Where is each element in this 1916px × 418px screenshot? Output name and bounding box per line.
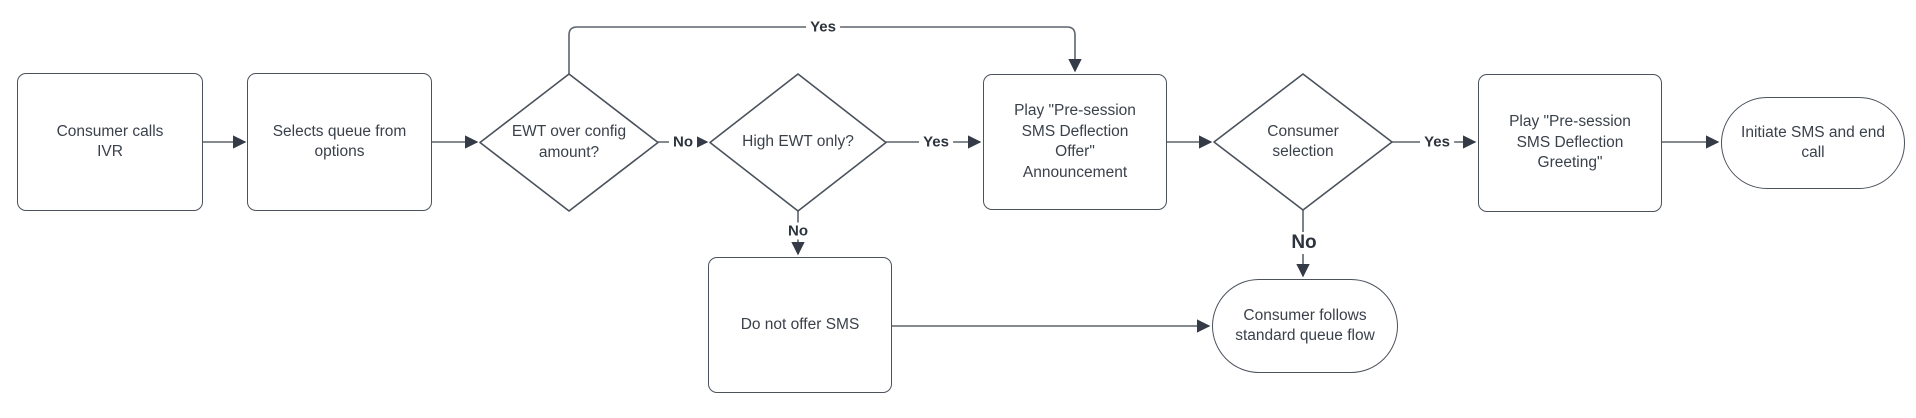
node-label: Initiate SMS and end call (1741, 123, 1885, 162)
node-label: Play "Pre-session SMS Deflection Offer" … (1014, 102, 1136, 181)
node-selects-queue: Selects queue from options (247, 73, 432, 211)
edge-label-ewt-yes: Yes (806, 18, 840, 36)
decision-consumer-selection-shape (1213, 73, 1393, 211)
edge-label-high-yes: Yes (919, 133, 953, 151)
node-ewt-over-config: EWT over config amount? (480, 74, 658, 211)
node-label: Consumer selection (1267, 122, 1339, 161)
node-label: Consumer follows standard queue flow (1235, 306, 1375, 345)
edge-label-high-no: No (784, 222, 812, 240)
node-label: High EWT only? (742, 133, 854, 151)
node-play-offer-announcement: Play "Pre-session SMS Deflection Offer" … (983, 74, 1167, 210)
node-label: Do not offer SMS (740, 315, 860, 333)
node-label: EWT over config amount? (511, 123, 627, 161)
node-high-ewt-only: High EWT only? (710, 74, 886, 211)
node-label: Play "Pre-session SMS Deflection Greetin… (1509, 113, 1631, 172)
decision-ewt-shape (479, 73, 659, 212)
node-initiate-sms-end-call: Initiate SMS and end call (1721, 97, 1905, 189)
node-do-not-offer-sms: Do not offer SMS (708, 257, 892, 393)
edge-label-ewt-no: No (669, 133, 697, 151)
edge-label-selection-yes: Yes (1420, 133, 1454, 151)
node-label: Consumer calls IVR (56, 122, 164, 161)
node-play-greeting: Play "Pre-session SMS Deflection Greetin… (1478, 74, 1662, 212)
node-label: Selects queue from options (272, 122, 407, 161)
node-consumer-selection: Consumer selection (1214, 74, 1392, 210)
node-consumer-calls-ivr: Consumer calls IVR (17, 73, 203, 211)
node-standard-queue-flow: Consumer follows standard queue flow (1212, 279, 1398, 373)
decision-high-ewt-shape (709, 73, 887, 212)
edge-label-selection-no: No (1287, 232, 1321, 254)
